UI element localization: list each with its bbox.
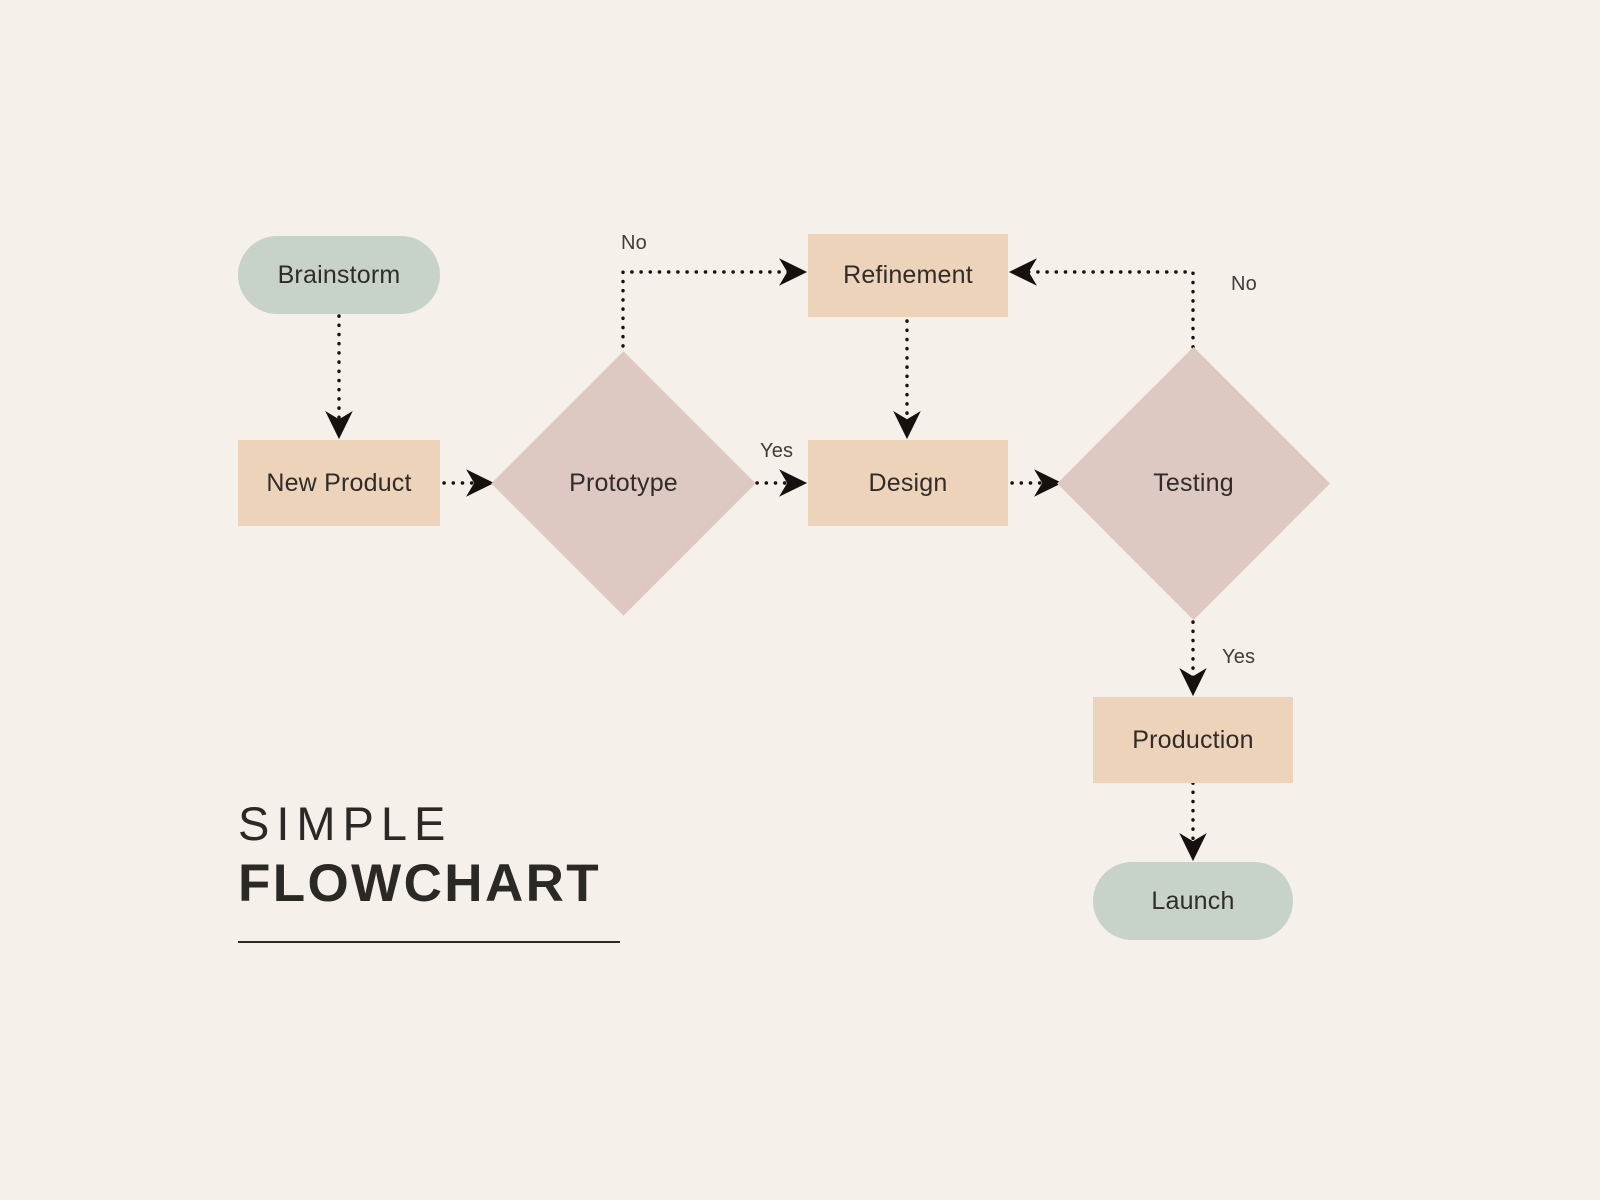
node-prototype[interactable]: Prototype [491, 351, 756, 616]
node-refinement[interactable]: Refinement [808, 234, 1008, 317]
node-testing[interactable]: Testing [1057, 347, 1330, 620]
node-design[interactable]: Design [808, 440, 1008, 526]
edge-testing-refinement-no [1008, 258, 1195, 349]
node-label-testing: Testing [1153, 469, 1234, 497]
title-block: SIMPLE FLOWCHART [238, 800, 658, 943]
edge-label-testing-no: No [1231, 273, 1257, 295]
edge-label-testing-yes: Yes [1222, 646, 1256, 668]
edge-prototype-refinement-no [621, 258, 808, 348]
node-label-production: Production [1132, 725, 1254, 754]
node-production[interactable]: Production [1093, 697, 1293, 783]
title-divider [238, 940, 620, 943]
node-label-new-product: New Product [266, 468, 412, 497]
node-label-brainstorm: Brainstorm [277, 260, 401, 289]
node-label-prototype: Prototype [569, 469, 678, 497]
edge-label-prototype-yes: Yes [760, 440, 794, 462]
node-label-refinement: Refinement [843, 261, 973, 290]
edge-label-prototype-no: No [621, 232, 647, 254]
node-brainstorm[interactable]: Brainstorm [238, 236, 440, 314]
title-line-flowchart: FLOWCHART [238, 854, 602, 913]
title-line-simple: SIMPLE [238, 797, 453, 850]
node-label-design: Design [868, 468, 948, 497]
node-label-launch: Launch [1151, 886, 1235, 915]
node-new-product[interactable]: New Product [238, 440, 440, 526]
node-launch[interactable]: Launch [1093, 862, 1293, 940]
